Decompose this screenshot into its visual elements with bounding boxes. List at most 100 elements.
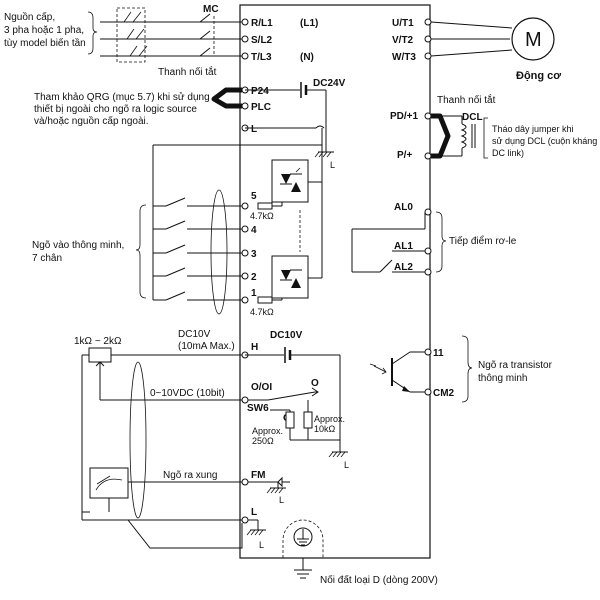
intelligent-inputs-section: Ngõ vào thông minh, 7 chân xyxy=(32,128,323,317)
pulse-output-section: Ngõ ra xung FM L xyxy=(82,467,290,513)
approx1-line2: 250Ω xyxy=(252,436,274,446)
relay-label: Tiếp điểm rơ-le xyxy=(449,235,517,247)
terminal-pd1 xyxy=(424,112,432,120)
resistor-250 xyxy=(285,411,295,429)
label-al0: AL0 xyxy=(394,202,413,213)
terminal-in1 xyxy=(241,296,249,304)
qrg-note-3: và/hoặc nguồn cấp ngoài. xyxy=(34,115,149,127)
photo-arrow xyxy=(373,365,387,375)
motor-label: Động cơ xyxy=(516,70,561,82)
terminal-al1 xyxy=(424,247,432,255)
dc10v-note-2: (10mA Max.) xyxy=(178,341,235,352)
qrg-note-2: thiết bị ngoài cho ngõ ra logic source xyxy=(34,103,197,115)
terminal-11 xyxy=(424,348,432,356)
jumper-bar-left xyxy=(211,87,242,109)
jumper-bar-right xyxy=(431,113,451,159)
terminal-v-t2 xyxy=(424,35,432,43)
dcl-note-2: sử dụng DCL (cuộn kháng xyxy=(492,136,597,146)
jumper-right-label: Thanh nối tắt xyxy=(437,93,496,106)
inputs-brace xyxy=(135,204,147,299)
optocoupler-top xyxy=(271,159,309,203)
terminal-plc xyxy=(241,102,249,110)
dc10v-source-label: DC10V xyxy=(270,330,303,341)
jumper-left-label: Thanh nối tắt xyxy=(158,65,217,78)
breaker-box xyxy=(116,7,146,63)
transistor-output-section: 11 CM2 Ngõ ra transistor thông minh xyxy=(369,335,553,403)
pulse-meter xyxy=(89,467,129,499)
label-h: H xyxy=(251,342,258,353)
resistor-in1-value: 4.7kΩ xyxy=(250,307,274,317)
label-al1: AL1 xyxy=(394,241,413,252)
label-in1: 1 xyxy=(251,288,257,299)
label-u-t1: U/T1 xyxy=(392,18,414,29)
dc-link-section: Thanh nối tắt PD/+1 P/+ DCL Tháo dây jum… xyxy=(390,93,597,161)
dcl-coil xyxy=(460,123,467,149)
dcl-note-1: Tháo dây jumper khi xyxy=(492,124,574,134)
label-in2: 2 xyxy=(251,272,257,283)
mc-label: MC xyxy=(203,4,219,15)
breaker-blade-1 xyxy=(123,11,138,57)
label-in3: 3 xyxy=(251,249,257,260)
terminal-in5 xyxy=(241,202,249,210)
label-plc: PLC xyxy=(251,102,271,113)
relay-brace xyxy=(435,211,447,273)
label-al2: AL2 xyxy=(394,262,413,273)
input-switch-row-5 xyxy=(153,197,243,207)
label-r-l1: R/L1 xyxy=(251,18,273,29)
sw6-label: SW6 xyxy=(247,403,269,414)
label-pd1: PD/+1 xyxy=(390,111,419,122)
relay-contact xyxy=(379,259,393,273)
ground-l-bottom: L xyxy=(259,540,264,550)
input-switch-row-2 xyxy=(153,267,243,277)
resistor-10k xyxy=(303,411,313,429)
input-switch-row-1 xyxy=(153,291,243,301)
transistor-brace xyxy=(461,335,473,403)
input-switch-row-4 xyxy=(153,220,243,230)
ground-type-d-label: Nối đất loại D (dòng 200V) xyxy=(320,574,438,586)
transistor-label-2: thông minh xyxy=(478,373,527,384)
approx2-line2: 10kΩ xyxy=(314,424,336,434)
o-label: O xyxy=(311,378,319,389)
label-o-oi: O/OI xyxy=(251,382,272,393)
power-source-brace xyxy=(87,11,98,55)
qrg-note-1: Tham khảo QRG (mục 5.7) khi sử dụng xyxy=(34,91,210,103)
sw6-switch xyxy=(267,391,316,401)
terminal-al0 xyxy=(424,208,432,216)
mc-contact-2 xyxy=(199,30,211,40)
label-w-t3: W/T3 xyxy=(392,52,416,63)
ground-l-fm: L xyxy=(279,495,284,505)
transistor-label-1: Ngõ ra transistor xyxy=(478,360,553,371)
optocoupler-bottom xyxy=(271,255,309,299)
breaker-blade-2 xyxy=(132,11,148,57)
label-l-bottom: L xyxy=(251,507,257,518)
note-n: (N) xyxy=(300,52,314,63)
pot-label: 1kΩ ~ 2kΩ xyxy=(74,336,122,347)
terminal-u-t1 xyxy=(424,18,432,26)
inputs-label-2: 7 chân xyxy=(32,253,62,264)
inputs-label-1: Ngõ vào thông minh, xyxy=(32,240,124,251)
terminal-in4 xyxy=(241,225,249,233)
label-in4: 4 xyxy=(251,225,257,236)
terminal-cm2 xyxy=(424,388,432,396)
motor-section: U/T1 V/T2 W/T3 M Động cơ xyxy=(392,17,561,82)
input-cable-shield xyxy=(210,189,228,315)
potentiometer xyxy=(88,347,112,363)
terminal-pplus xyxy=(424,152,432,160)
dcl-label: DCL xyxy=(462,112,483,123)
terminal-al2 xyxy=(424,268,432,276)
label-v-t2: V/T2 xyxy=(392,35,414,46)
approx1-line1: Approx. xyxy=(252,426,283,436)
terminal-t-l3 xyxy=(241,52,249,60)
dcl-note-3: DC link) xyxy=(492,148,524,158)
analog-input-section: 1kΩ ~ 2kΩ DC10V (10mA Max.) 0~10VDC (10b… xyxy=(74,329,349,519)
label-p24: P24 xyxy=(251,86,269,97)
mc-contact-1 xyxy=(199,13,211,23)
resistor-in5-value: 4.7kΩ xyxy=(250,211,274,221)
terminal-l-bottom xyxy=(241,516,249,524)
power-supply-section: Nguồn cấp, 3 pha hoặc 1 pha, tùy model b… xyxy=(4,4,318,63)
label-s-l2: S/L2 xyxy=(251,35,273,46)
power-source-label-3: tùy model biến tần xyxy=(4,37,86,49)
power-source-label-2: 3 pha hoặc 1 pha, xyxy=(4,25,84,36)
terminal-in3 xyxy=(241,249,249,257)
